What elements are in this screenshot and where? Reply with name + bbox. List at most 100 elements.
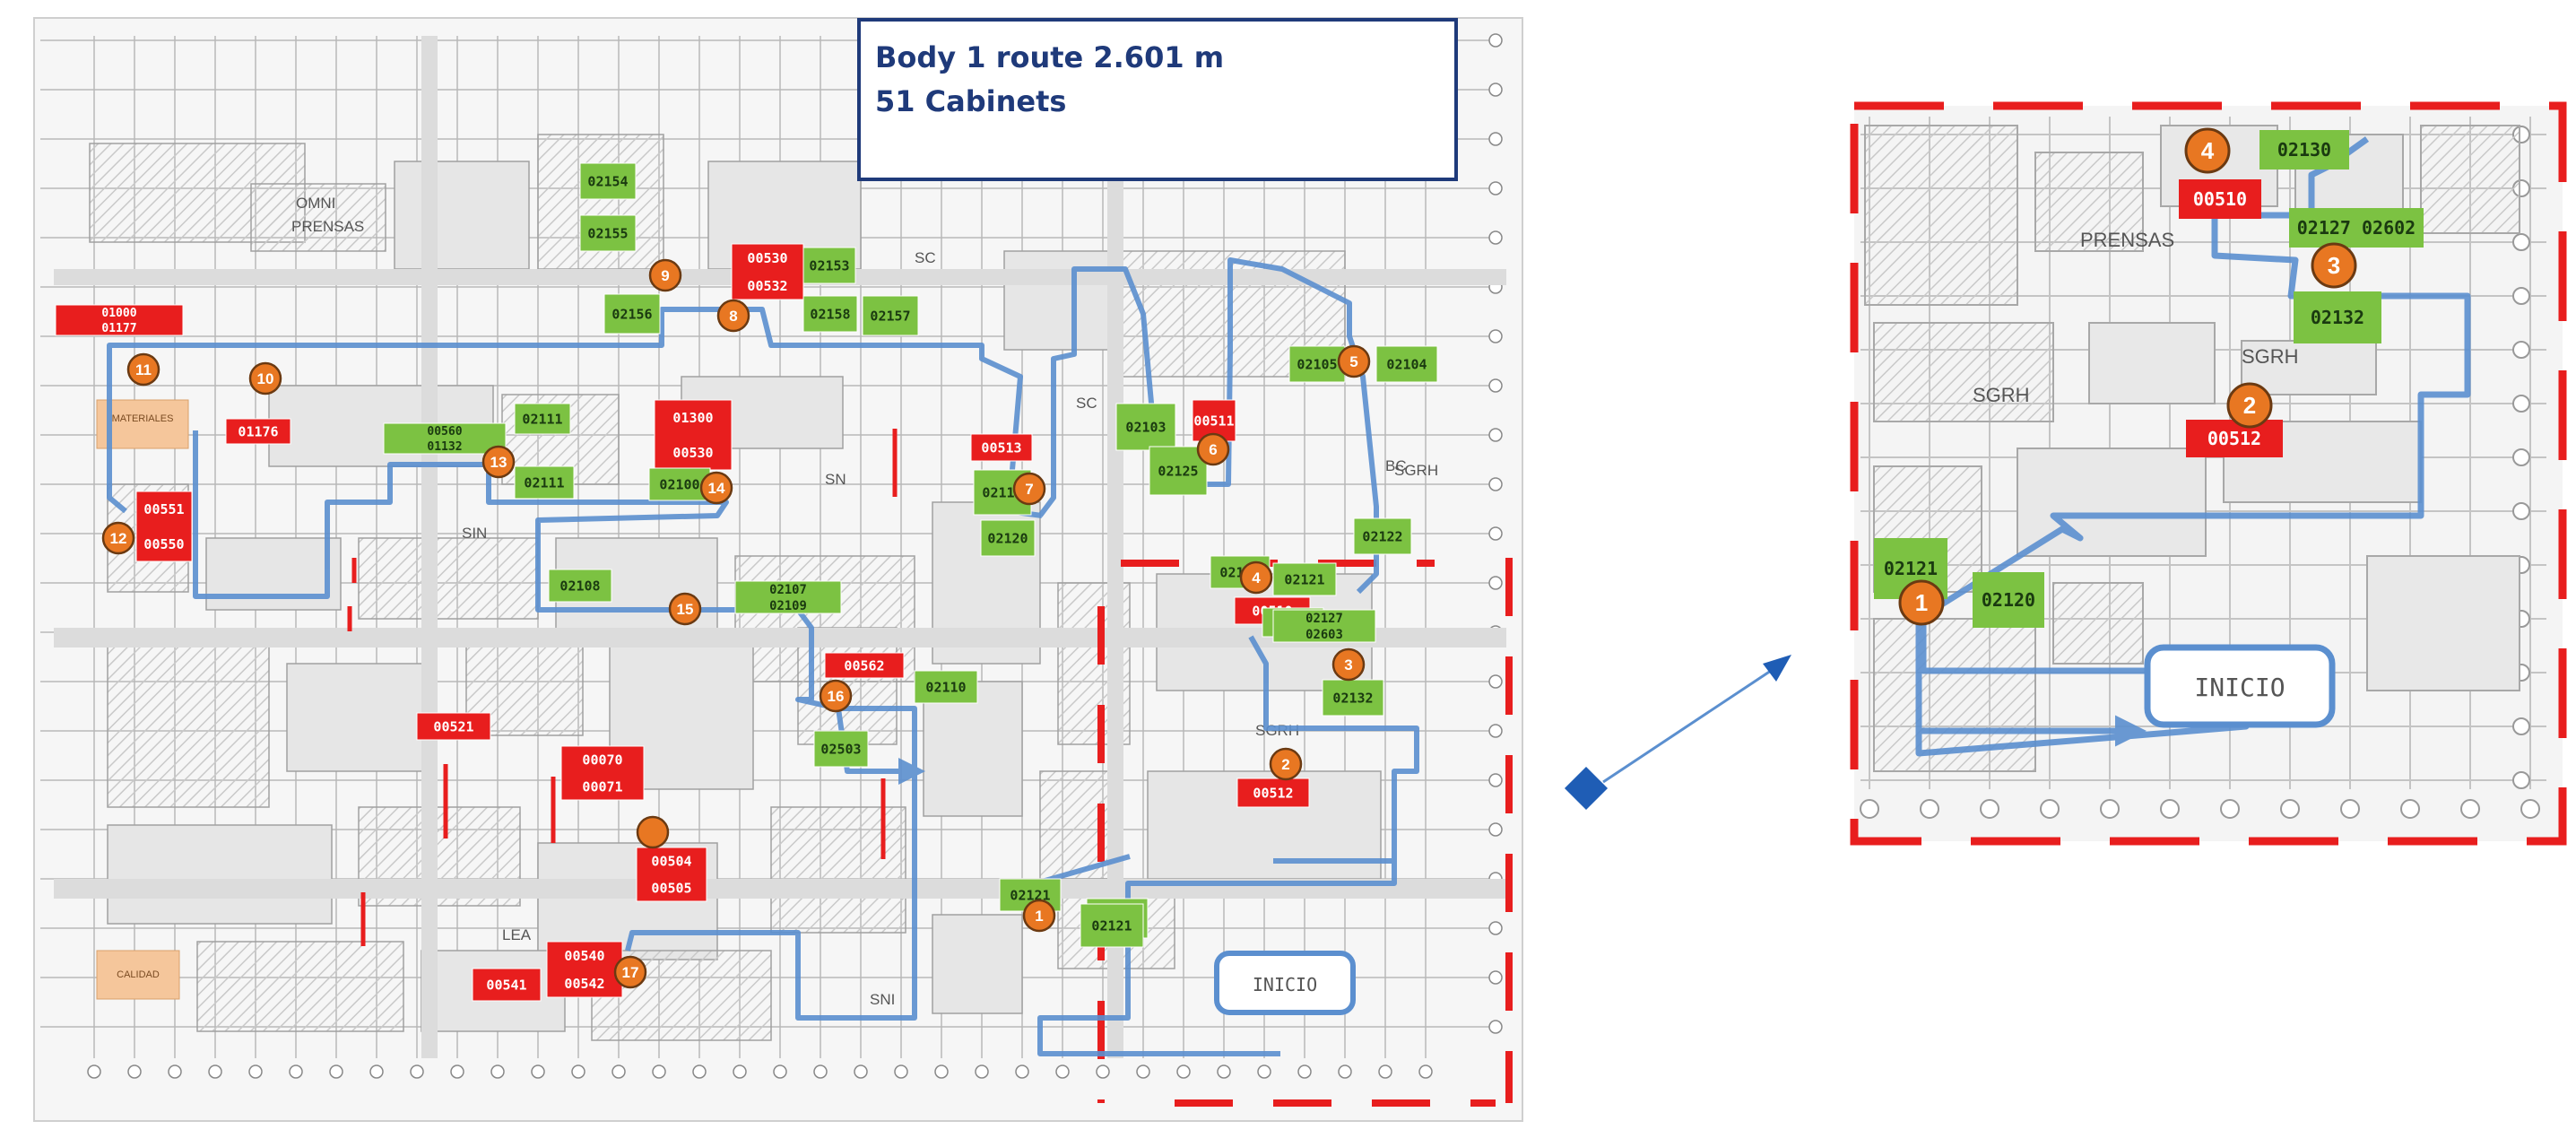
inset-room-block (2052, 582, 2144, 665)
tag-text: 02157 (870, 308, 910, 324)
inset-room-block (1864, 125, 2018, 306)
inset-grid-bubble (2100, 799, 2120, 819)
zoom-connector (1564, 655, 1791, 811)
inset-route-stop-number: 1 (1915, 589, 1928, 616)
room-label: SC (1076, 395, 1097, 412)
inset-grid-bubble (2512, 233, 2530, 251)
room-label: CALIDAD (117, 969, 160, 980)
inset-start-label: INICIO (2194, 673, 2285, 702)
inset-red-cabinet-tag: 00510 (2179, 179, 2261, 219)
grid-bubble (1488, 1020, 1503, 1034)
grid-bubble (168, 1064, 182, 1079)
grid-bubble (1488, 428, 1503, 442)
grid-bubble (934, 1064, 949, 1079)
connector-diamond (1564, 766, 1609, 811)
grid-bubble (1378, 1064, 1392, 1079)
route-stop: 5 (1337, 344, 1371, 378)
inset-grid-bubble (2512, 395, 2530, 413)
room-labels: OMNI PRENSAS SGRH SGRH SIN LEA SC BC SC … (291, 195, 1438, 1008)
green-cabinet-tag: 02156 (603, 293, 661, 335)
route-distance-text: Body 1 route 2.601 m (875, 40, 1224, 74)
grid-bubble (208, 1064, 222, 1079)
grid-bubble (490, 1064, 505, 1079)
tag-text: 02156 (611, 306, 652, 322)
grid-bubble (1488, 83, 1503, 97)
green-cabinet-tag: 02155 (579, 214, 637, 252)
green-cabinet-tag: 02110 (914, 670, 978, 704)
inset-start-box (2144, 644, 2336, 728)
room-label: LEA (502, 926, 532, 943)
tag-text: 02603 (1305, 628, 1343, 642)
green-cabinet-tag: 02132 (1322, 679, 1384, 717)
corridor (421, 36, 438, 1058)
tag-text: 02503 (820, 741, 861, 757)
inset-room-labels: PRENSAS SGRH SGRH (1973, 229, 2299, 406)
route-stop: 8 (716, 299, 750, 333)
inset-tag-text: 02130 (2277, 139, 2331, 161)
green-cabinet-tag: 02122 (1353, 517, 1412, 555)
tag-text: 00521 (433, 718, 473, 734)
route-stop: 2 (1269, 747, 1303, 781)
main-floor-plan: OMNI PRENSAS SGRH SGRH SIN LEA SC BC SC … (33, 17, 1523, 1122)
route-stop-number: 8 (729, 308, 737, 325)
tag-text: 02109 (769, 599, 807, 613)
room-block (250, 183, 386, 252)
inset-red-cabinet-tag: 00512 (2186, 420, 2283, 457)
room-label: SC (915, 249, 936, 266)
tag-text: 00070 (582, 752, 622, 768)
inset-grid-bubble (2512, 502, 2530, 520)
route-stop-number: 15 (677, 601, 694, 618)
grid-bubble (1488, 132, 1503, 146)
inset-grid-bubble (2280, 799, 2300, 819)
route-stop-number: 11 (135, 361, 152, 378)
route-stop: 6 (1196, 432, 1230, 466)
inset-tag-text: 00512 (2207, 428, 2261, 449)
inset-route-stop-number: 4 (2201, 137, 2215, 164)
grid-bubble (410, 1064, 424, 1079)
tag-text: 02100 (659, 476, 699, 492)
route-stop: 12 (101, 521, 135, 555)
tag-text: 02155 (587, 225, 628, 241)
route-stop: 9 (648, 258, 682, 292)
red-cabinet-tag: 01176 (225, 418, 291, 445)
tag-text: 02111 (524, 474, 564, 491)
room-block (358, 537, 539, 620)
red-cabinet-tag: 00521 (416, 712, 491, 741)
grid-bubble (1176, 1064, 1191, 1079)
route-stop-number: 5 (1349, 353, 1357, 370)
tag-text: 02103 (1125, 419, 1166, 435)
grid-bubble (329, 1064, 343, 1079)
tag-text: 01177 (101, 322, 136, 335)
inset-green-cabinet-tag: 02130 (2259, 130, 2349, 169)
route-stop: 10 (248, 361, 282, 395)
tag-text: 00562 (844, 657, 884, 673)
green-cabinet-tag: 02121 (1080, 903, 1144, 948)
room-block (394, 161, 530, 270)
inset-frame (1850, 101, 2567, 846)
inset-route-stop: 1 (1898, 579, 1945, 626)
green-cabinet-tag: 02108 (548, 569, 612, 603)
grid-bubble (1096, 1064, 1110, 1079)
grid-bubble (289, 1064, 303, 1079)
route-stop-number: 3 (1344, 656, 1352, 673)
tag-text: 00540 (564, 948, 604, 964)
green-cabinet-tag: 02157 (862, 295, 919, 336)
tag-text: 02110 (925, 679, 966, 695)
grid-bubble (652, 1064, 666, 1079)
route-stop-number: 9 (661, 267, 669, 284)
inset-grid-bubble (2460, 799, 2480, 819)
tag-text: 00541 (486, 977, 526, 993)
route-stop-number: 4 (1252, 569, 1261, 587)
route-stop-number: 7 (1025, 481, 1033, 498)
tag-text: 02122 (1362, 528, 1402, 544)
red-cabinet-tag: 00512 (1236, 778, 1310, 808)
inset-grid-bubble (2040, 799, 2060, 819)
inset-tag-text: 02121 (1884, 558, 1938, 579)
